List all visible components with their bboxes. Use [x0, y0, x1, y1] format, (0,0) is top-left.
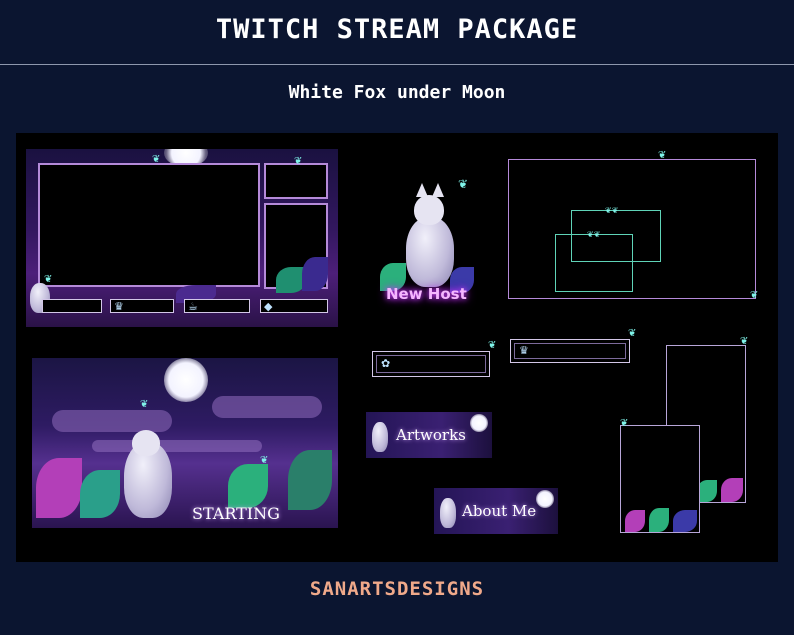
leaf-decoration — [380, 263, 406, 291]
cup-icon: ☕ — [188, 300, 198, 313]
leaf-decoration — [288, 450, 332, 510]
fox-icon — [372, 422, 388, 452]
leaf-decoration — [36, 458, 82, 518]
leaf-decoration — [625, 510, 645, 532]
new-host-alert: ❦ New Host — [378, 177, 478, 305]
butterfly-icon: ❦ — [458, 177, 469, 191]
stream-overlay-preview: ❦ ❦ ❦ ♛ ☕ ◆ — [26, 149, 338, 327]
overlay-bar: ♛ — [110, 299, 174, 313]
cloud-decoration — [92, 440, 262, 452]
webcam-main-frame — [38, 163, 260, 287]
moon-icon — [164, 149, 208, 167]
screen-frame-inner — [555, 234, 633, 292]
info-bar-paw: ✿ — [372, 351, 490, 377]
fox-head — [132, 430, 160, 456]
preview-stage: ❦ ❦ ❦ ♛ ☕ ◆ ❦ ❦ STARTING ❦ New Host — [16, 133, 778, 562]
page-subtitle: White Fox under Moon — [288, 82, 506, 103]
butterfly-icon: ❦ — [740, 336, 749, 347]
title-divider — [0, 64, 794, 65]
butterfly-icon: ❦ — [152, 154, 161, 165]
overlay-bar: ◆ — [260, 299, 328, 313]
brand-footer: SANARTSDESIGNS — [309, 578, 485, 600]
gem-icon: ◆ — [264, 300, 273, 313]
leaf-decoration — [80, 470, 120, 518]
starting-screen-preview: ❦ ❦ STARTING — [32, 358, 338, 528]
butterfly-icon: ❦ — [294, 156, 303, 167]
leaf-decoration — [697, 480, 717, 502]
info-bar-inner — [376, 355, 486, 373]
fox-ear — [432, 183, 444, 197]
crown-icon: ♛ — [519, 344, 529, 357]
fox-icon — [406, 217, 454, 287]
screen-frame-inner — [571, 210, 661, 262]
info-bar-inner — [514, 343, 626, 359]
butterfly-icon: ❦ — [260, 455, 269, 466]
leaf-decoration — [276, 267, 306, 293]
artworks-label: Artworks — [396, 426, 466, 444]
overlay-bar: ☕ — [184, 299, 250, 313]
about-me-panel[interactable]: About Me — [434, 488, 558, 534]
about-me-label: About Me — [462, 502, 537, 520]
butterfly-icon: ❦ — [488, 340, 497, 351]
butterfly-icon: ❦❦ — [605, 206, 619, 215]
info-bar-crown: ♛ — [510, 339, 630, 363]
starting-label: STARTING — [192, 504, 280, 523]
fox-head — [414, 195, 444, 225]
butterfly-icon: ❦ — [44, 274, 53, 285]
leaf-decoration — [176, 285, 216, 303]
overlay-bar — [42, 299, 102, 313]
leaf-decoration — [302, 257, 328, 291]
butterfly-icon: ❦❦ — [587, 230, 601, 239]
vertical-frame-front — [620, 425, 700, 533]
fox-ear — [416, 183, 428, 197]
crown-icon: ♛ — [114, 300, 124, 313]
leaf-decoration — [228, 464, 268, 508]
butterfly-icon: ❦ — [658, 150, 667, 161]
leaf-decoration — [721, 478, 743, 502]
new-host-label: New Host — [386, 285, 467, 303]
paw-icon: ✿ — [381, 357, 391, 370]
page-title: TWITCH STREAM PACKAGE — [215, 14, 579, 45]
cloud-decoration — [52, 410, 172, 432]
artworks-panel[interactable]: Artworks — [366, 412, 492, 458]
butterfly-icon: ❦ — [750, 290, 759, 301]
butterfly-icon: ❦ — [628, 328, 637, 339]
leaf-decoration — [673, 510, 697, 532]
side-frame-top — [264, 163, 328, 199]
screen-frame-large: ❦❦ ❦❦ — [508, 159, 756, 299]
butterfly-icon: ❦ — [140, 399, 149, 410]
moon-icon — [164, 358, 208, 402]
moon-icon — [470, 414, 488, 432]
butterfly-icon: ❦ — [620, 418, 629, 429]
moon-icon — [536, 490, 554, 508]
leaf-decoration — [450, 267, 474, 293]
leaf-decoration — [649, 508, 669, 532]
fox-icon — [440, 498, 456, 528]
cloud-decoration — [212, 396, 322, 418]
